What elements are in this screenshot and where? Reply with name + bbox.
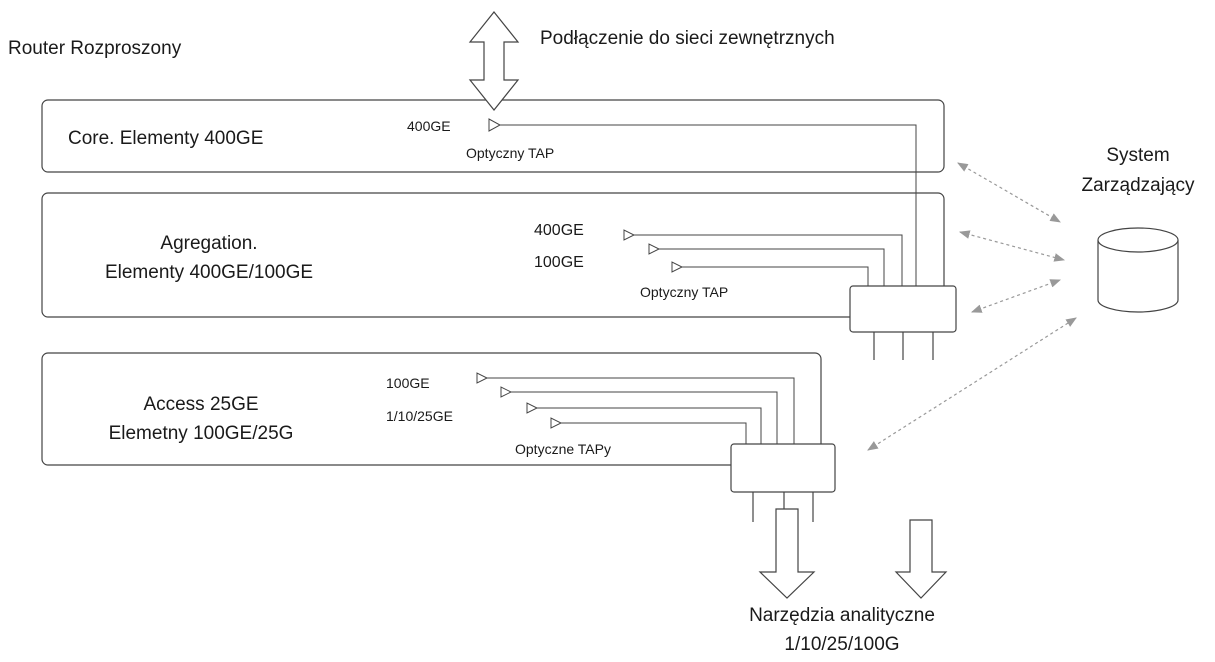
agg-port-label-2: 100GE [534, 254, 584, 271]
database-icon [1097, 227, 1179, 313]
tools-label-line2: 1/10/25/100G [784, 634, 900, 655]
core-port-label: 400GE [407, 118, 451, 134]
access-port-label-2: 1/10/25GE [386, 408, 453, 424]
mgmt-link-aggregation [958, 230, 1066, 262]
access-tap-triangle-1 [476, 372, 489, 384]
agg-tap-line-3 [682, 266, 869, 286]
agg-tap-line-2 [659, 248, 885, 286]
management-label-line1: System [1106, 145, 1170, 166]
access-tap-triangle-2 [500, 386, 513, 398]
access-tap-line-3 [537, 407, 762, 444]
external-connection-arrow [468, 11, 520, 111]
access-title-line1: Access 25GE [143, 394, 259, 415]
agg-tap-triangle-2 [648, 243, 661, 255]
access-tap-triangle-3 [526, 402, 539, 414]
tools-arrow-right [894, 519, 948, 599]
diagram-title: Router Rozproszony [8, 38, 182, 59]
mgmt-link-agg-broker [970, 279, 1062, 313]
tools-arrow-left [758, 508, 816, 599]
tools-label-line1: Narzędzia analityczne [749, 605, 935, 626]
core-layer-title: Core. Elementy 400GE [68, 128, 264, 149]
access-tap-label: Optyczne TAPy [515, 441, 611, 457]
access-layer-box [41, 352, 822, 466]
core-tap-label: Optyczny TAP [466, 145, 555, 161]
access-tap-line-2 [511, 391, 778, 444]
agg-tap-label: Optyczny TAP [640, 284, 729, 300]
access-packet-broker [730, 443, 836, 493]
agg-port-label-1: 400GE [534, 222, 584, 239]
access-tap-line-4 [561, 422, 747, 444]
mgmt-link-access-broker [867, 317, 1077, 451]
agg-tap-triangle-3 [671, 261, 684, 273]
aggregation-title-line2: Elementy 400GE/100GE [104, 262, 314, 283]
agg-tap-line-1 [634, 234, 903, 286]
aggregation-title-line1: Agregation. [160, 233, 258, 254]
access-tap-line-1 [487, 377, 795, 444]
management-label-line2: Zarządzający [1081, 175, 1195, 196]
agg-tap-triangle-1 [623, 229, 636, 241]
agg-packet-broker [849, 285, 957, 333]
external-connection-label: Podłączenie do sieci zewnętrznych [540, 28, 835, 49]
core-tap-line [500, 124, 917, 286]
mgmt-link-core [957, 162, 1061, 223]
access-title-line2: Elemetny 100GE/25G [108, 423, 294, 444]
access-port-label-1: 100GE [386, 375, 430, 391]
access-tap-triangle-4 [550, 417, 563, 429]
aggregation-layer-box [41, 192, 945, 318]
core-tap-triangle [488, 118, 502, 132]
